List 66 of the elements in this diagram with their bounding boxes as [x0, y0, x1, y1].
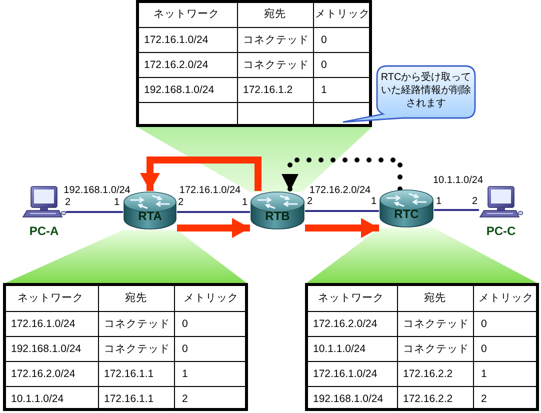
- network-link: [177, 211, 250, 213]
- network-address: 192.168.1.0/24: [144, 84, 214, 97]
- edge-label: 192.168.1.0/24: [64, 185, 130, 197]
- column-header: ネットワーク: [318, 292, 384, 304]
- network-address: 172.16.2.0/24: [313, 318, 378, 331]
- column-header: 宛先: [424, 292, 446, 304]
- metric-value: 0: [182, 343, 188, 356]
- network-address: 172.16.2.0/24: [11, 368, 76, 381]
- metric-value: 0: [182, 318, 188, 331]
- interface-number: 1: [371, 196, 377, 208]
- next-hop: コネクテッド: [104, 318, 170, 331]
- next-hop: コネクテッド: [403, 343, 469, 356]
- interface-number: 2: [307, 196, 313, 208]
- next-hop: コネクテッド: [403, 318, 469, 331]
- column-header: ネットワーク: [18, 292, 84, 304]
- interface-number: 1: [436, 196, 442, 208]
- arrow: [305, 218, 379, 238]
- column-header: ネットワーク: [154, 8, 220, 21]
- interface-number: 2: [472, 196, 478, 208]
- network-address: 172.16.1.0/24: [144, 34, 208, 47]
- metric-value: 0: [481, 343, 487, 356]
- next-hop: 172.16.2.2: [403, 368, 453, 381]
- metric-value: 0: [321, 59, 327, 72]
- device-label: RTC: [394, 208, 419, 221]
- interface-number: 1: [114, 197, 120, 209]
- column-header: 宛先: [125, 292, 147, 304]
- device-label: RTB: [265, 210, 290, 223]
- next-hop: コネクテッド: [104, 343, 170, 356]
- network-address: 172.16.1.0/24: [11, 318, 76, 331]
- interface-number: 2: [178, 197, 184, 209]
- column-header: メトリック: [478, 292, 534, 304]
- network-address: 10.1.1.0/24: [11, 393, 64, 406]
- column-header: メトリック: [315, 8, 370, 21]
- edge-label: 172.16.1.0/24: [179, 185, 241, 197]
- metric-value: 1: [481, 368, 487, 381]
- device-label: PC-C: [486, 224, 516, 238]
- metric-value: 1: [321, 84, 327, 97]
- network-link: [305, 210, 379, 212]
- callout-text: RTCから受け取っていた経路情報が削除されます: [380, 71, 472, 110]
- next-hop: コネクテッド: [243, 59, 309, 72]
- metric-value: 2: [182, 393, 188, 406]
- next-hop: 172.16.2.2: [403, 393, 453, 406]
- metric-value: 1: [182, 368, 188, 381]
- metric-value: 0: [481, 318, 487, 331]
- interface-number: 2: [65, 197, 71, 209]
- device-label: RTA: [138, 210, 162, 223]
- metric-value: 0: [321, 34, 327, 47]
- network-address: 192.168.1.0/24: [313, 393, 384, 406]
- column-header: メトリック: [184, 292, 238, 304]
- network-address: 172.16.1.0/24: [313, 368, 378, 381]
- interface-number: 1: [242, 197, 248, 209]
- network-address: 172.16.2.0/24: [144, 59, 208, 72]
- edge-label: 10.1.1.0/24: [432, 175, 484, 187]
- network-address: 192.168.1.0/24: [11, 343, 82, 356]
- network-link: [434, 209, 479, 211]
- next-hop: 172.16.1.1: [104, 393, 154, 406]
- next-hop: コネクテッド: [243, 34, 309, 47]
- network-address: 10.1.1.0/24: [313, 343, 366, 356]
- device-label: PC-A: [29, 224, 59, 238]
- edge-label: 172.16.2.0/24: [309, 185, 371, 197]
- network-link: [66, 211, 123, 213]
- next-hop: 172.16.1.2: [243, 84, 293, 97]
- next-hop: 172.16.1.1: [104, 368, 154, 381]
- arrow: [177, 218, 250, 238]
- metric-value: 2: [481, 393, 487, 406]
- column-header: 宛先: [264, 8, 286, 21]
